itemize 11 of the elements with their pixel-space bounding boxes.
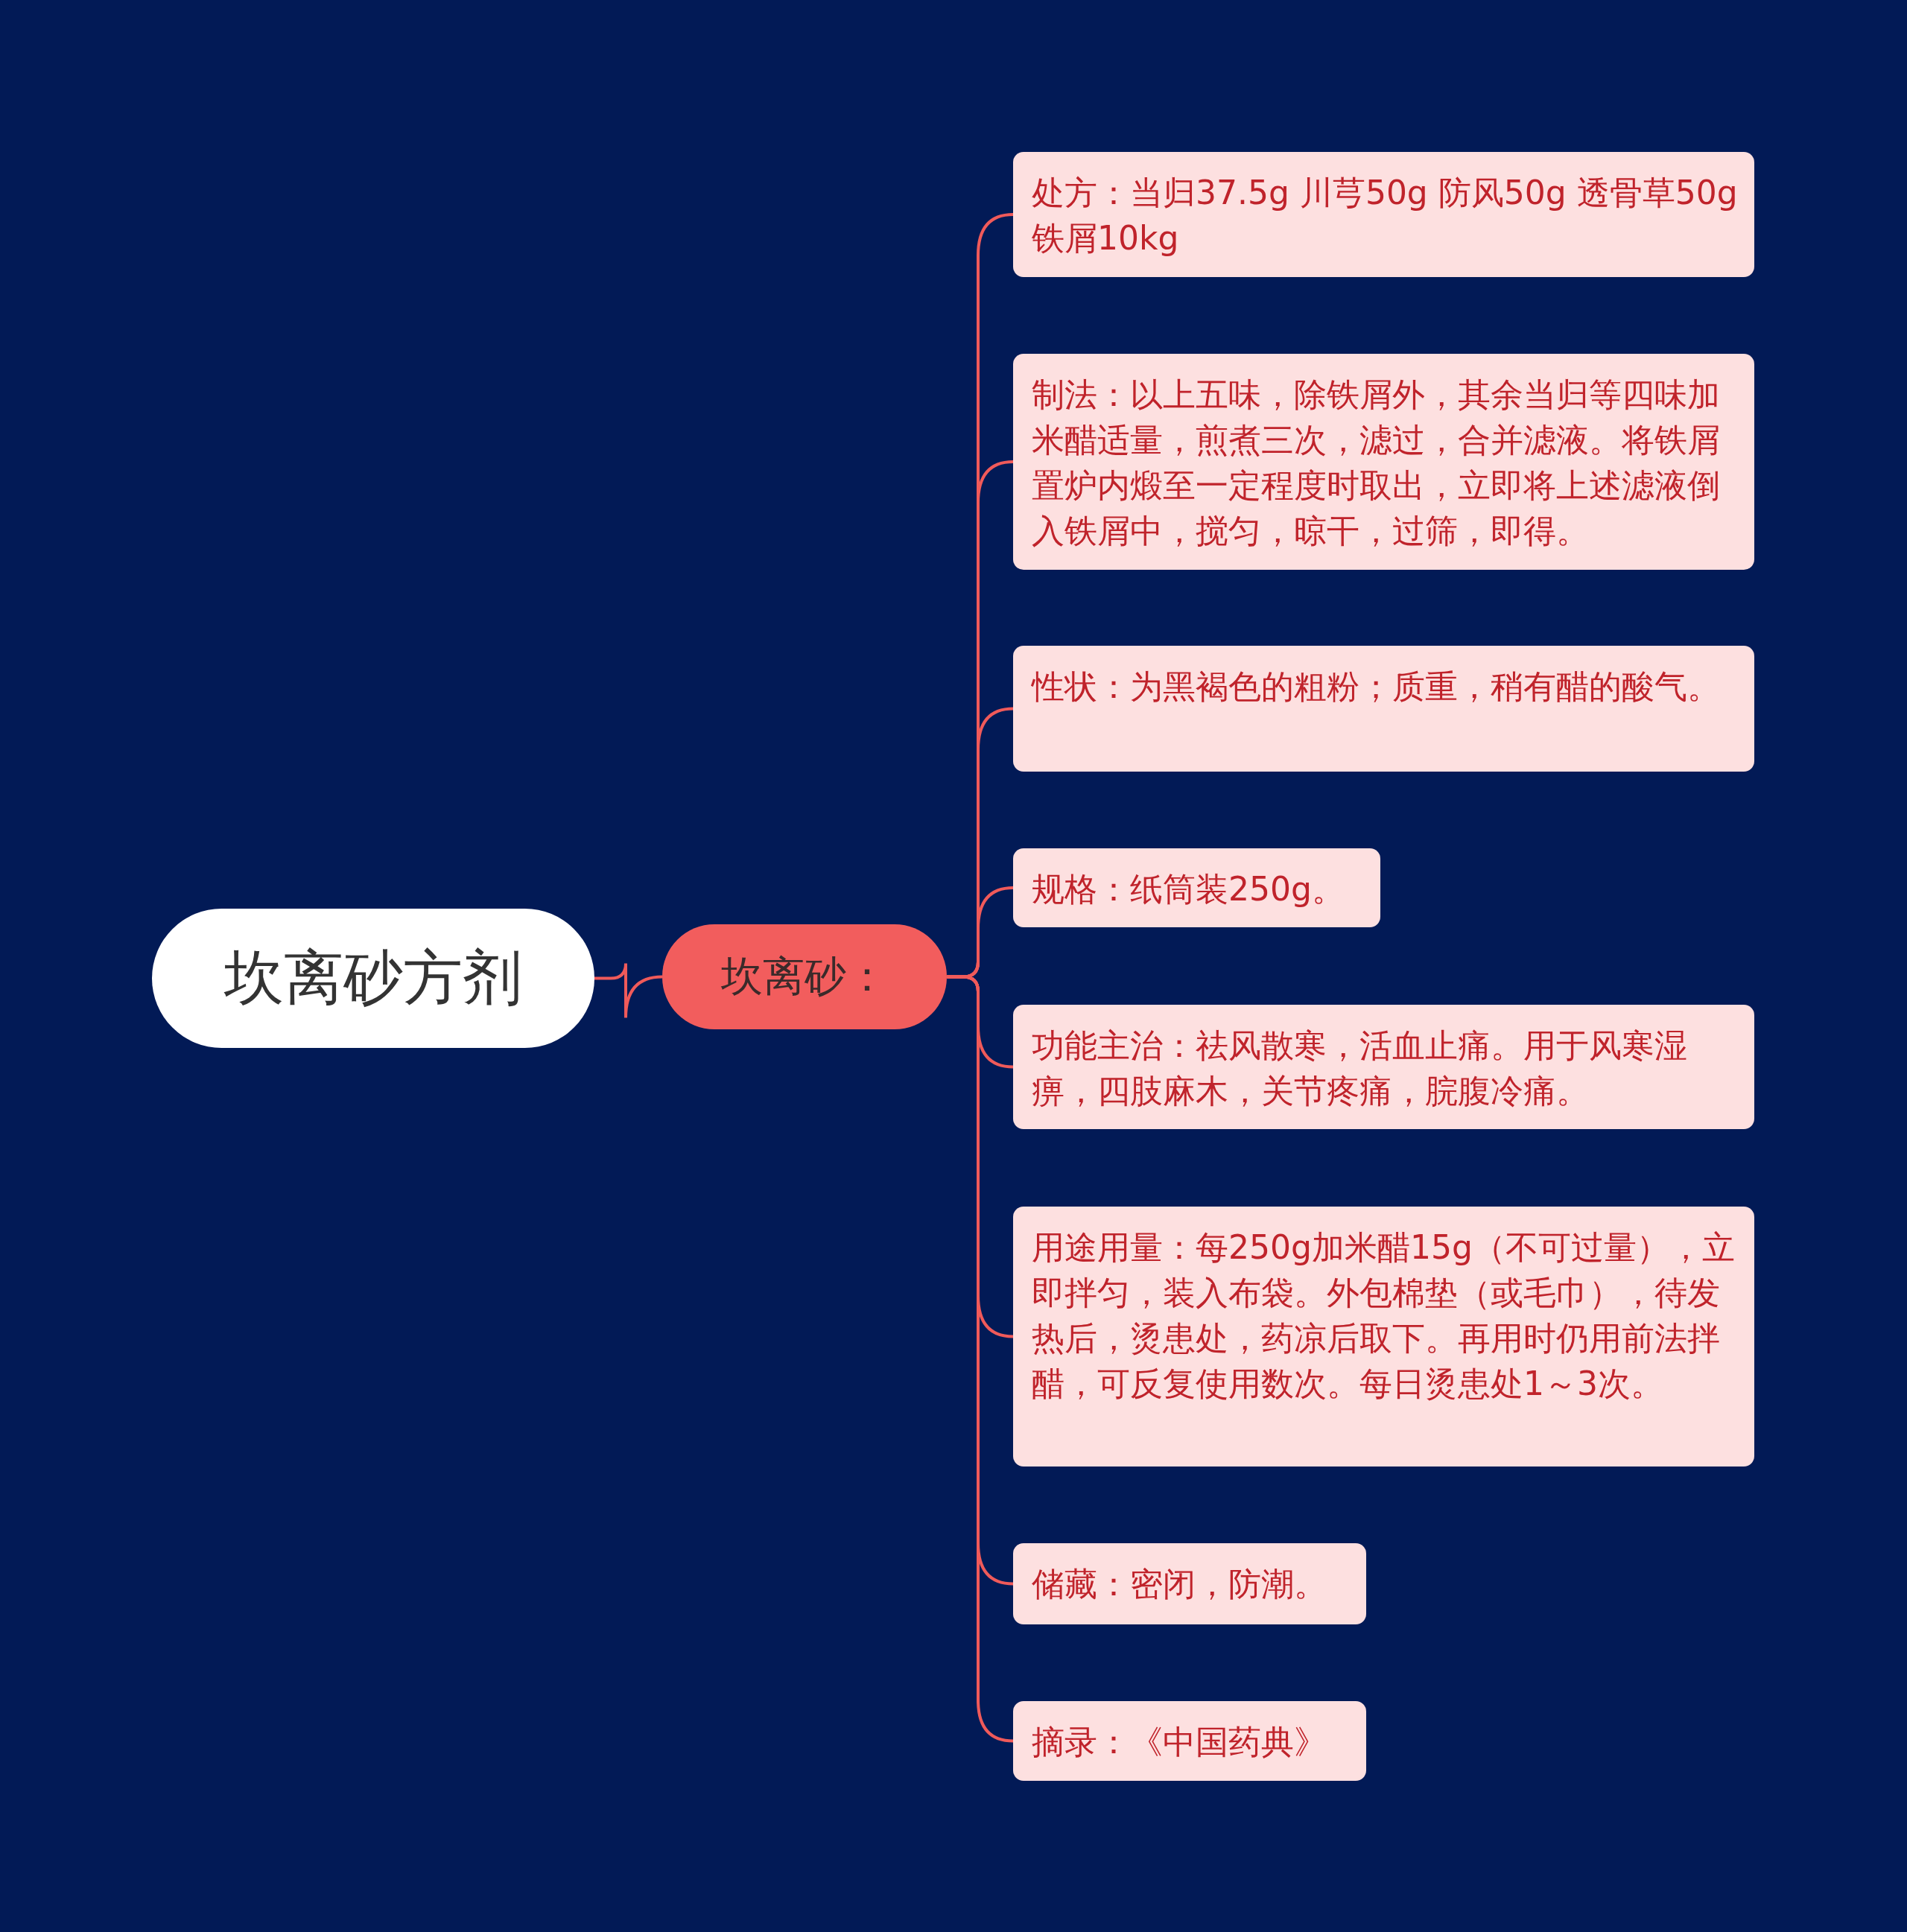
detail-box: 功能主治：祛风散寒，活血止痛。用于风寒湿痹，四肢麻木，关节疼痛，脘腹冷痛。 — [1013, 1005, 1754, 1129]
detail-box: 摘录：《中国药典》 — [1013, 1701, 1366, 1781]
branch-topic: 坎离砂： — [662, 924, 947, 1029]
connector-line — [594, 962, 663, 1020]
central-topic: 坎离砂方剂 — [152, 909, 594, 1048]
detail-box: 用途用量：每250g加米醋15g（不可过量），立即拌匀，装入布袋。外包棉垫（或毛巾），待发热后，烫患处，药凉后取下。再用时仍用前法拌醋，可反复使用数次。每日烫患处1～3次。 — [1013, 1207, 1754, 1467]
detail-box: 规格：纸筒装250g。 — [1013, 848, 1380, 927]
detail-box: 性状：为黑褐色的粗粉；质重，稍有醋的酸气。 — [1013, 646, 1754, 772]
detail-box: 储藏：密闭，防潮。 — [1013, 1543, 1366, 1624]
detail-box: 制法：以上五味，除铁屑外，其余当归等四味加米醋适量，煎煮三次，滤过，合并滤液。将铁屑置炉内煅至一定程度时取出，立即将上述滤液倒入铁屑中，搅匀，晾干，过筛，即得。 — [1013, 354, 1754, 570]
detail-box: 处方：当归37.5g 川芎50g 防风50g 透骨草50g 铁屑10kg — [1013, 152, 1754, 277]
